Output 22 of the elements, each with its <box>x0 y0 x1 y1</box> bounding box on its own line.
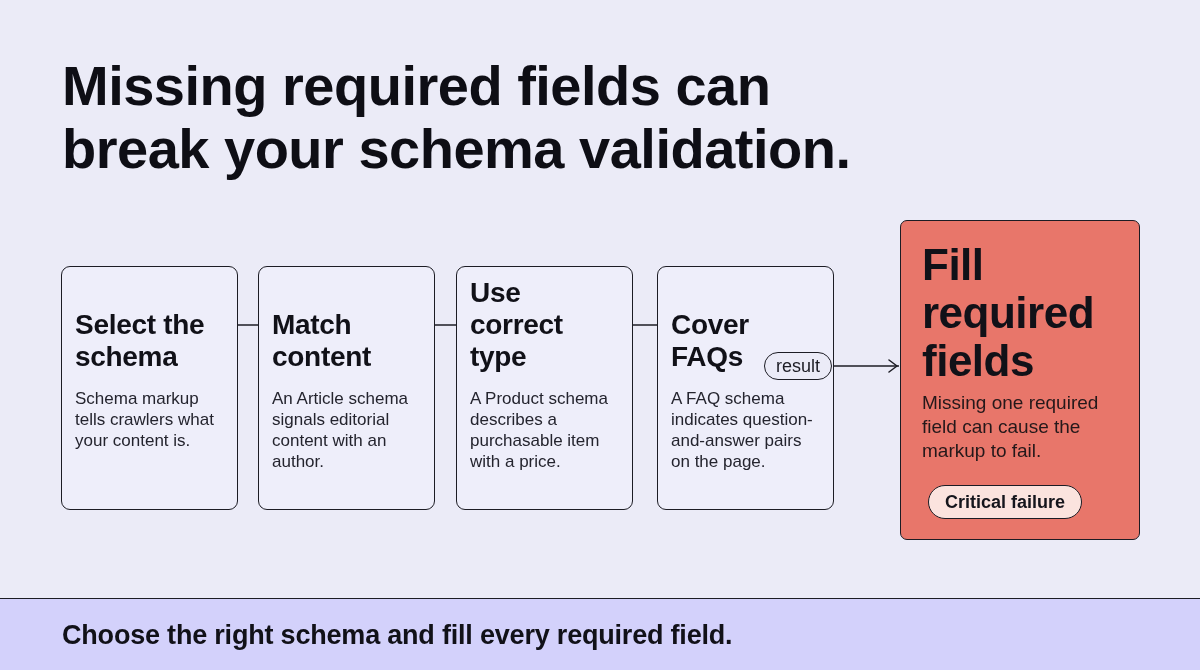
card-description: Missing one required field can cause the markup to fail. <box>922 391 1100 463</box>
step-card <box>456 266 633 510</box>
card-description: An Article schema signals editorial content with an author. <box>272 388 410 472</box>
card-heading: Select the schema <box>75 309 205 372</box>
card-heading: Fill required fields <box>922 240 1095 385</box>
card-description: Schema markup tells crawlers what your content is. <box>75 388 215 451</box>
result-card <box>900 220 1140 540</box>
card-description: A FAQ schema indicates question-and-answer pairs on the page. <box>671 388 814 472</box>
card-description: A Product schema describes a purchasable item with a price. <box>470 388 609 472</box>
title: Missing required fields can break your schema validation. <box>62 54 852 180</box>
card-heading: Use correct type <box>470 277 563 372</box>
status-pill: Critical failure <box>928 485 1083 519</box>
step-card <box>258 266 435 510</box>
card-heading: Match content <box>272 309 371 372</box>
connector-line <box>434 324 457 326</box>
connector-line <box>237 324 259 326</box>
connector-line <box>632 324 658 326</box>
step-card <box>657 266 834 510</box>
arrow <box>833 359 900 373</box>
step-card <box>61 266 238 510</box>
card-heading: Cover FAQs <box>671 309 749 372</box>
caption: Choose the right schema and fill every required field. <box>62 618 733 651</box>
